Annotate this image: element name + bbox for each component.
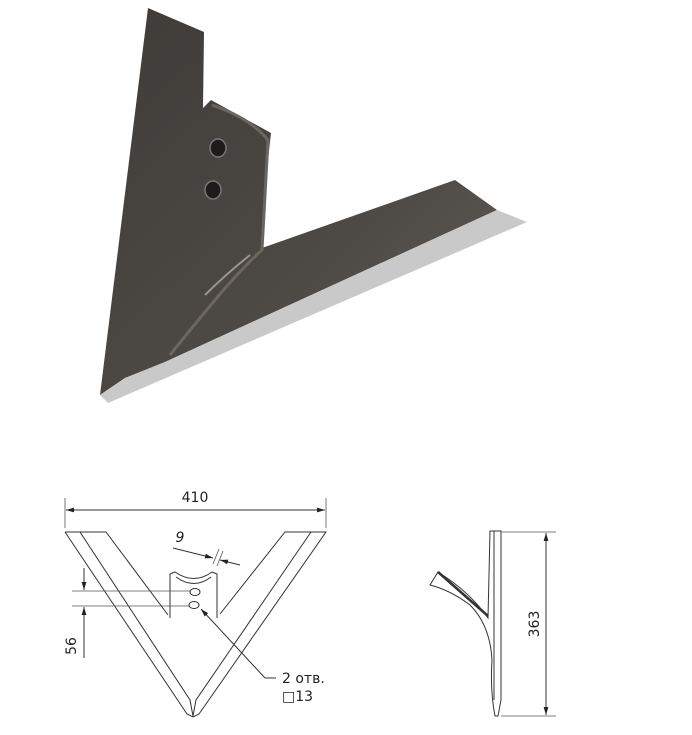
hole-icon [188, 601, 200, 609]
shank-shine [204, 254, 251, 296]
sweep-body [100, 8, 497, 395]
width-dimension: 410 [182, 490, 209, 506]
shank-gap-dimension: 9 [176, 530, 185, 546]
front-view-drawing: 410 9 56 2 отв. □13 [64, 490, 327, 718]
height-dimension: 363 [527, 611, 543, 638]
side-view-drawing: 363 [429, 530, 556, 717]
hole-icon [189, 588, 201, 596]
holes-note-size: □13 [282, 689, 313, 705]
mount-hole-icon [209, 138, 227, 158]
mount-hole-icon [204, 180, 222, 200]
holes-note-count: 2 отв. [282, 671, 325, 687]
hole-spacing-dimension: 56 [64, 637, 80, 655]
sweep-render [100, 8, 527, 403]
shank-highlight [168, 103, 270, 356]
sweep-cutting-edge [100, 210, 527, 403]
